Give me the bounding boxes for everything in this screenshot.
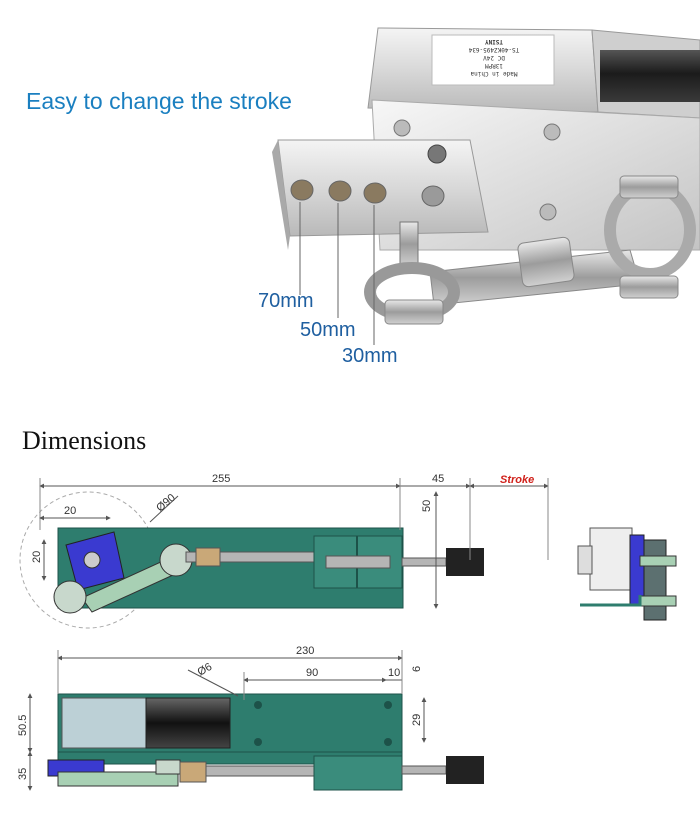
label-plate [431,34,555,86]
stroke-callout-lines [299,202,375,345]
section-title: Dimensions [22,426,147,455]
dim-overall-length-bottom: 230 [296,645,314,657]
dim-rod-height: 35 [17,768,29,780]
hole-30mm [363,182,387,204]
dim-pivot-y: 20 [31,551,43,563]
screw-icon [539,203,557,221]
dim-pivot-x: 20 [64,505,76,517]
top-view [19,478,677,629]
screw-icon [393,119,411,137]
dim-body-height: 50.5 [17,715,29,736]
stroke-bracket [272,139,489,250]
gearbox-bottom [61,697,147,749]
side-view [577,527,677,621]
dim-plate-height: 29 [411,714,423,726]
motor-bottom [145,697,231,749]
dim-overall-length: 255 [212,473,230,485]
rod-end-knurl [446,548,484,576]
dim-height: 50 [421,500,433,512]
dim-hole-diameter: Ø6 [196,661,215,679]
dim-hole-spacing: 90 [306,667,318,679]
motor-cylinder [600,50,700,102]
dim-swing-diameter: Ø90 [154,492,178,515]
dim-edge-offset: 10 [388,667,400,679]
hole-50mm [328,180,352,202]
bottom-view [27,650,484,791]
dim-right-gap: 6 [411,666,423,672]
stroke-label-30mm: 30mm [342,345,398,367]
headline: Easy to change the stroke [26,88,292,114]
dim-extension: 45 [432,473,444,485]
screw-icon [543,123,561,141]
stroke-label-50mm: 50mm [300,319,356,341]
hole-70mm [290,179,314,201]
stroke-tag: Stroke [500,474,534,486]
stroke-label-70mm: 70mm [258,290,314,312]
rod-end-assembly [364,175,696,325]
